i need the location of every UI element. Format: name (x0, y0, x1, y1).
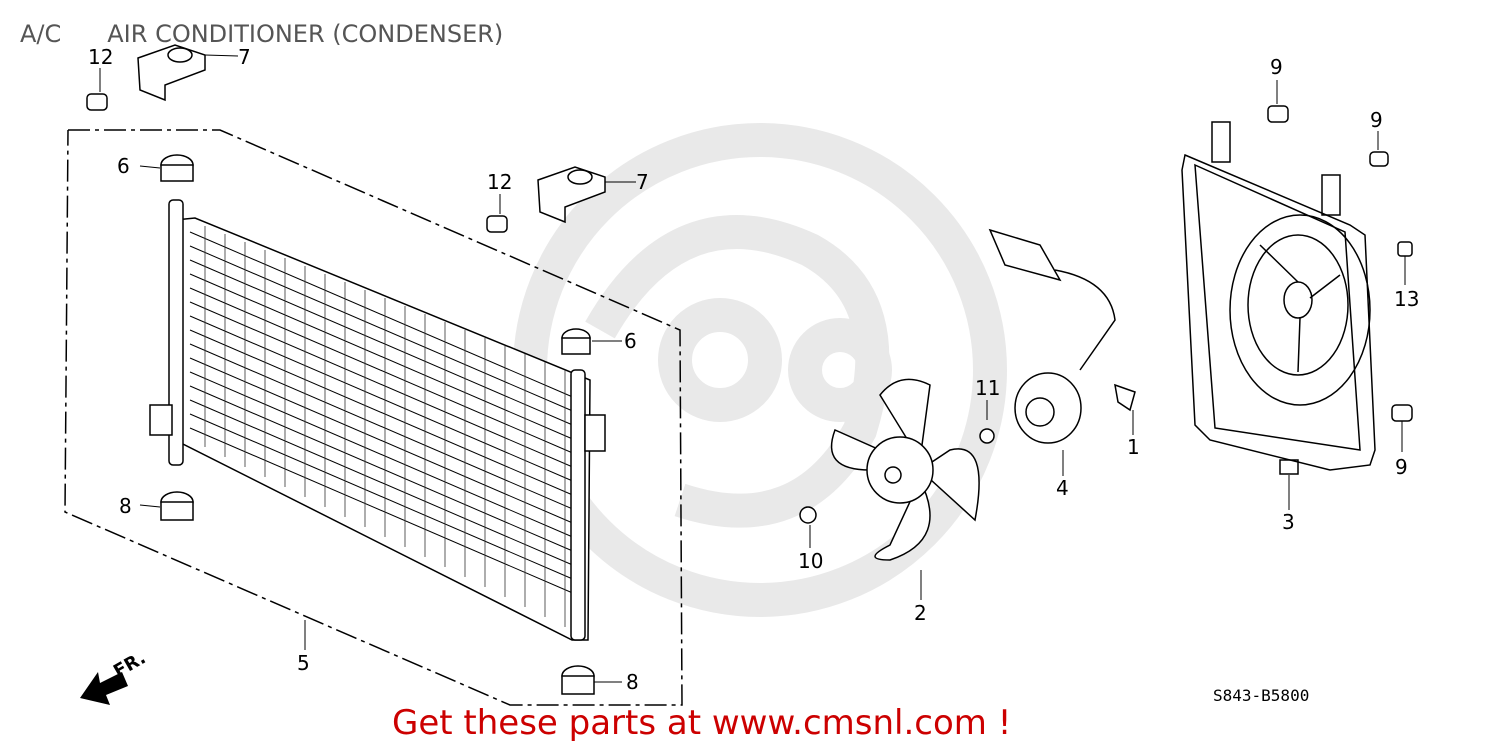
promo-link[interactable]: Get these parts at www.cmsnl.com ! (392, 703, 1012, 743)
callout-11: 11 (975, 376, 1001, 400)
nut-10 (799, 506, 817, 524)
callout-9c: 9 (1395, 455, 1408, 479)
front-direction-arrow: FR. (80, 647, 149, 705)
diagram-code: S843-B5800 (1213, 686, 1310, 705)
callout-1: 1 (1127, 435, 1140, 459)
condenser (149, 199, 606, 641)
assembly-outline (64, 129, 683, 706)
callout-9b: 9 (1370, 108, 1383, 132)
callout-8a: 8 (119, 494, 132, 518)
callout-3: 3 (1282, 510, 1295, 534)
fan-shroud (1181, 121, 1376, 475)
callout-4: 4 (1056, 476, 1069, 500)
callout-7b: 7 (636, 170, 649, 194)
callout-10: 10 (798, 549, 824, 573)
diagram-title: AIR CONDITIONER (CONDENSER) (107, 20, 504, 48)
callout-6b: 6 (624, 329, 637, 353)
brackets (86, 44, 606, 233)
grommets (160, 154, 595, 695)
category-code: A/C (20, 20, 62, 48)
fan-blade (830, 378, 980, 561)
shroud-bolts (1267, 105, 1413, 422)
callout-13: 13 (1394, 287, 1420, 311)
fan-motor (988, 228, 1136, 444)
callout-2: 2 (914, 601, 927, 625)
callout-9a: 9 (1270, 55, 1283, 79)
nut-11 (979, 428, 995, 444)
callout-7a: 7 (238, 45, 251, 69)
callout-6a: 6 (117, 154, 130, 178)
callout-8b: 8 (626, 670, 639, 694)
page-title: A/C AIR CONDITIONER (CONDENSER) (20, 20, 503, 48)
leader-lines (99, 54, 1406, 683)
callout-12a: 12 (88, 45, 114, 69)
callout-12b: 12 (487, 170, 513, 194)
callout-5: 5 (297, 651, 310, 675)
